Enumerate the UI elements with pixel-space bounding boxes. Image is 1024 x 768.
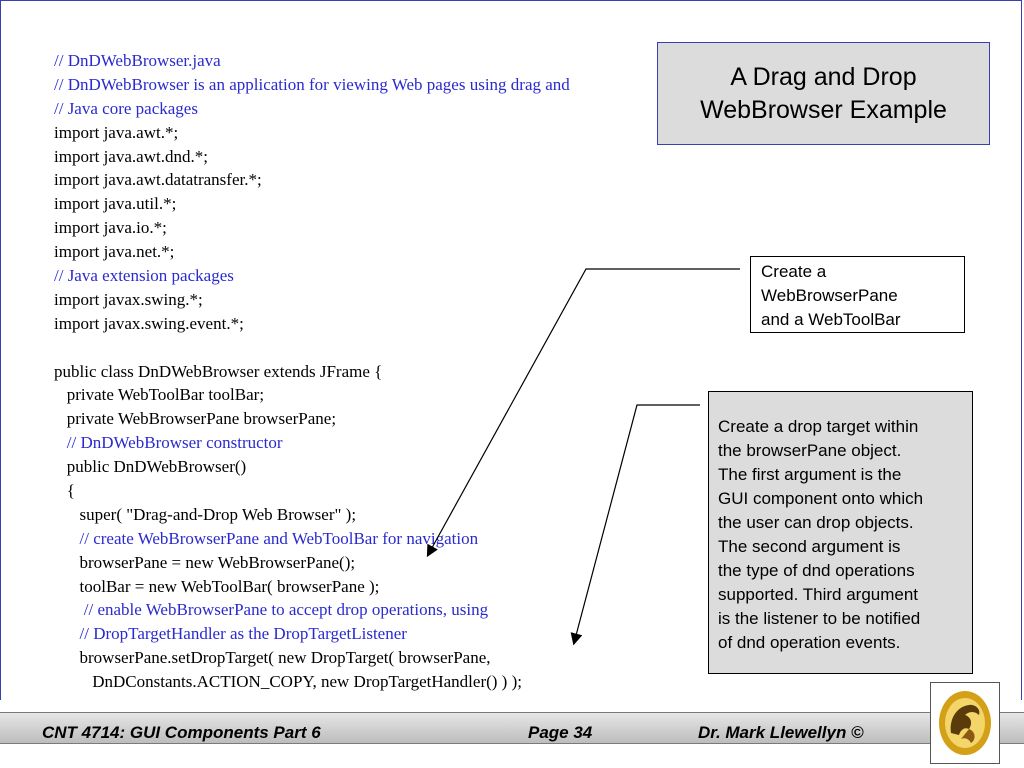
logo-box: [930, 682, 1000, 764]
footer: CNT 4714: GUI Components Part 6 Page 34 …: [0, 700, 1024, 768]
slide-title-line: A Drag and Drop: [730, 62, 917, 91]
callout-line: supported. Third argument: [718, 585, 919, 604]
code-line: import java.awt.*;: [54, 122, 179, 142]
code-line: import javax.swing.event.*;: [54, 313, 244, 333]
ucf-pegasus-logo-icon: [939, 691, 991, 755]
code-line: private WebBrowserPane browserPane;: [54, 409, 337, 429]
callout-line: The first argument is the: [718, 465, 902, 484]
code-line: // Java core packages: [54, 98, 198, 118]
code-line: {: [54, 481, 75, 501]
callout-line: WebBrowserPane: [761, 286, 898, 305]
callout-create-pane: Create a WebBrowserPane and a WebToolBar: [750, 256, 965, 333]
callout-line: the user can drop objects.: [718, 513, 914, 532]
slide-title: A Drag and Drop WebBrowser Example: [700, 61, 947, 127]
code-line: public class DnDWebBrowser extends JFram…: [54, 361, 383, 381]
code-line: // DnDWebBrowser constructor: [54, 433, 283, 453]
slide-title-line: WebBrowser Example: [700, 95, 947, 124]
callout-line: GUI component onto which: [718, 489, 924, 508]
code-line: import java.awt.datatransfer.*;: [54, 170, 262, 190]
code-line: super( "Drag-and-Drop Web Browser" );: [54, 504, 357, 524]
slide-title-box: A Drag and Drop WebBrowser Example: [657, 42, 990, 145]
footer-course: CNT 4714: GUI Components Part 6: [42, 723, 321, 742]
code-line: public DnDWebBrowser(): [54, 457, 247, 477]
code-line: import javax.swing.*;: [54, 289, 203, 309]
callout-drop-target: Create a drop target within the browserP…: [708, 391, 973, 674]
code-line: // Java extension packages: [54, 266, 234, 286]
callout-line: Create a: [761, 262, 827, 281]
callout-line: the type of dnd operations: [718, 561, 915, 580]
code-line: [54, 336, 570, 360]
slide-border: [0, 0, 1022, 700]
callout-line: the browserPane object.: [718, 441, 902, 460]
code-line: private WebToolBar toolBar;: [54, 385, 265, 405]
code-line: browserPane = new WebBrowserPane();: [54, 552, 356, 572]
footer-bar: [0, 712, 1024, 744]
code-line: // DropTargetHandler as the DropTargetLi…: [54, 624, 407, 644]
callout-line: of dnd operation events.: [718, 633, 901, 652]
code-line: // DnDWebBrowser.java: [54, 51, 221, 70]
code-line: toolBar = new WebToolBar( browserPane );: [54, 576, 380, 596]
code-line: DnDConstants.ACTION_COPY, new DropTarget…: [54, 672, 522, 692]
code-line: // DnDWebBrowser is an application for v…: [54, 74, 570, 94]
code-listing: // DnDWebBrowser.java // DnDWebBrowser is…: [54, 49, 570, 694]
code-line: import java.io.*;: [54, 218, 167, 238]
code-line: import java.util.*;: [54, 194, 177, 214]
code-line: // create WebBrowserPane and WebToolBar …: [54, 528, 479, 548]
footer-author: Dr. Mark Llewellyn ©: [698, 723, 864, 742]
code-line: import java.awt.dnd.*;: [54, 146, 208, 166]
callout-line: Create a drop target within: [718, 417, 919, 436]
code-line: // enable WebBrowserPane to accept drop …: [54, 600, 489, 620]
callout-line: The second argument is: [718, 537, 901, 556]
callout-line: is the listener to be notified: [718, 609, 921, 628]
footer-page: Page 34: [528, 723, 593, 742]
callout-line: and a WebToolBar: [761, 310, 901, 329]
code-line: browserPane.setDropTarget( new DropTarge…: [54, 648, 491, 668]
code-line: import java.net.*;: [54, 242, 175, 262]
